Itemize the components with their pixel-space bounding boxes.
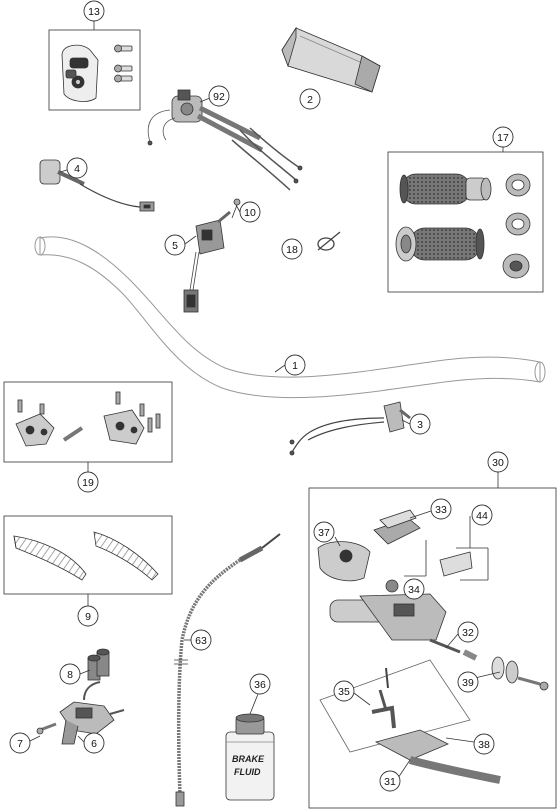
callout-35: 35 — [333, 680, 355, 702]
callout-19-label: 19 — [82, 477, 94, 489]
hot-start-lever-part — [289, 401, 411, 456]
handlebar-part — [34, 236, 546, 399]
callout-19: 19 — [77, 471, 99, 493]
callout-36: 36 — [249, 673, 271, 695]
screw-part-10 — [231, 198, 241, 219]
callout-9: 9 — [77, 605, 99, 627]
callout-92: 92 — [208, 85, 230, 107]
callout-3-label: 3 — [417, 419, 423, 431]
callout-8-label: 8 — [67, 669, 73, 681]
brake-fluid-bottle-part — [225, 713, 275, 801]
callout-13-label: 13 — [88, 6, 100, 18]
bottle-label-line2: FLUID — [234, 767, 261, 777]
group-box-13 — [48, 29, 141, 111]
callout-34: 34 — [403, 578, 425, 600]
handlebar-pad-part — [281, 26, 381, 93]
callout-63-label: 63 — [195, 635, 207, 647]
callout-17-label: 17 — [497, 132, 509, 144]
leader-lines — [27, 20, 504, 779]
hand-guards-part — [13, 531, 159, 581]
callout-38: 38 — [473, 733, 495, 755]
callout-2-label: 2 — [307, 94, 313, 106]
switch-housing-part — [61, 44, 133, 102]
callout-1: 1 — [284, 354, 306, 376]
callout-2: 2 — [299, 88, 321, 110]
clutch-switch-part — [39, 159, 155, 212]
callout-6: 6 — [83, 732, 105, 754]
cable-tie-part — [317, 231, 341, 251]
callout-31: 31 — [379, 770, 401, 792]
callout-4: 4 — [66, 157, 88, 179]
group-box-17 — [387, 151, 544, 293]
start-switch-part — [183, 210, 231, 313]
callout-13: 13 — [83, 0, 105, 22]
callout-39-label: 39 — [462, 677, 474, 689]
callout-44: 44 — [471, 504, 493, 526]
callout-63: 63 — [190, 629, 212, 651]
brake-line-part — [174, 533, 281, 807]
callout-1-label: 1 — [292, 360, 298, 372]
callout-32: 32 — [457, 621, 479, 643]
brake-master-cylinder-part — [317, 509, 549, 784]
callout-9-label: 9 — [85, 611, 91, 623]
callout-37-label: 37 — [318, 527, 330, 539]
bottle-label-line1: BRAKE — [232, 754, 265, 764]
callout-3: 3 — [409, 413, 431, 435]
callout-18: 18 — [281, 238, 303, 260]
callout-30: 30 — [487, 451, 509, 473]
callout-7: 7 — [9, 732, 31, 754]
throttle-assembly-part — [147, 89, 303, 191]
callout-17: 17 — [492, 126, 514, 148]
group-box-30 — [308, 487, 557, 809]
callout-8: 8 — [59, 663, 81, 685]
callout-10-label: 10 — [244, 207, 256, 219]
callout-4-label: 4 — [74, 163, 80, 175]
callout-36-label: 36 — [254, 679, 266, 691]
bracket-set-part — [15, 391, 161, 447]
callout-31-label: 31 — [384, 776, 396, 788]
callout-33: 33 — [430, 498, 452, 520]
callout-92-label: 92 — [213, 91, 225, 103]
callout-10: 10 — [239, 201, 261, 223]
callout-37: 37 — [313, 521, 335, 543]
callout-44-label: 44 — [476, 510, 488, 522]
callout-39: 39 — [457, 671, 479, 693]
callout-7-label: 7 — [17, 738, 23, 750]
callout-32-label: 32 — [462, 627, 474, 639]
group-box-9 — [3, 515, 173, 595]
callout-5-label: 5 — [172, 240, 178, 252]
lever-bracket-part — [36, 648, 125, 745]
callout-5: 5 — [164, 234, 186, 256]
callout-33-label: 33 — [435, 504, 447, 516]
callout-6-label: 6 — [91, 738, 97, 750]
callout-18-label: 18 — [286, 244, 298, 256]
callout-34-label: 34 — [408, 584, 420, 596]
callout-35-label: 35 — [338, 686, 350, 698]
callout-38-label: 38 — [478, 739, 490, 751]
grips-part — [395, 173, 531, 279]
callout-30-label: 30 — [492, 457, 504, 469]
